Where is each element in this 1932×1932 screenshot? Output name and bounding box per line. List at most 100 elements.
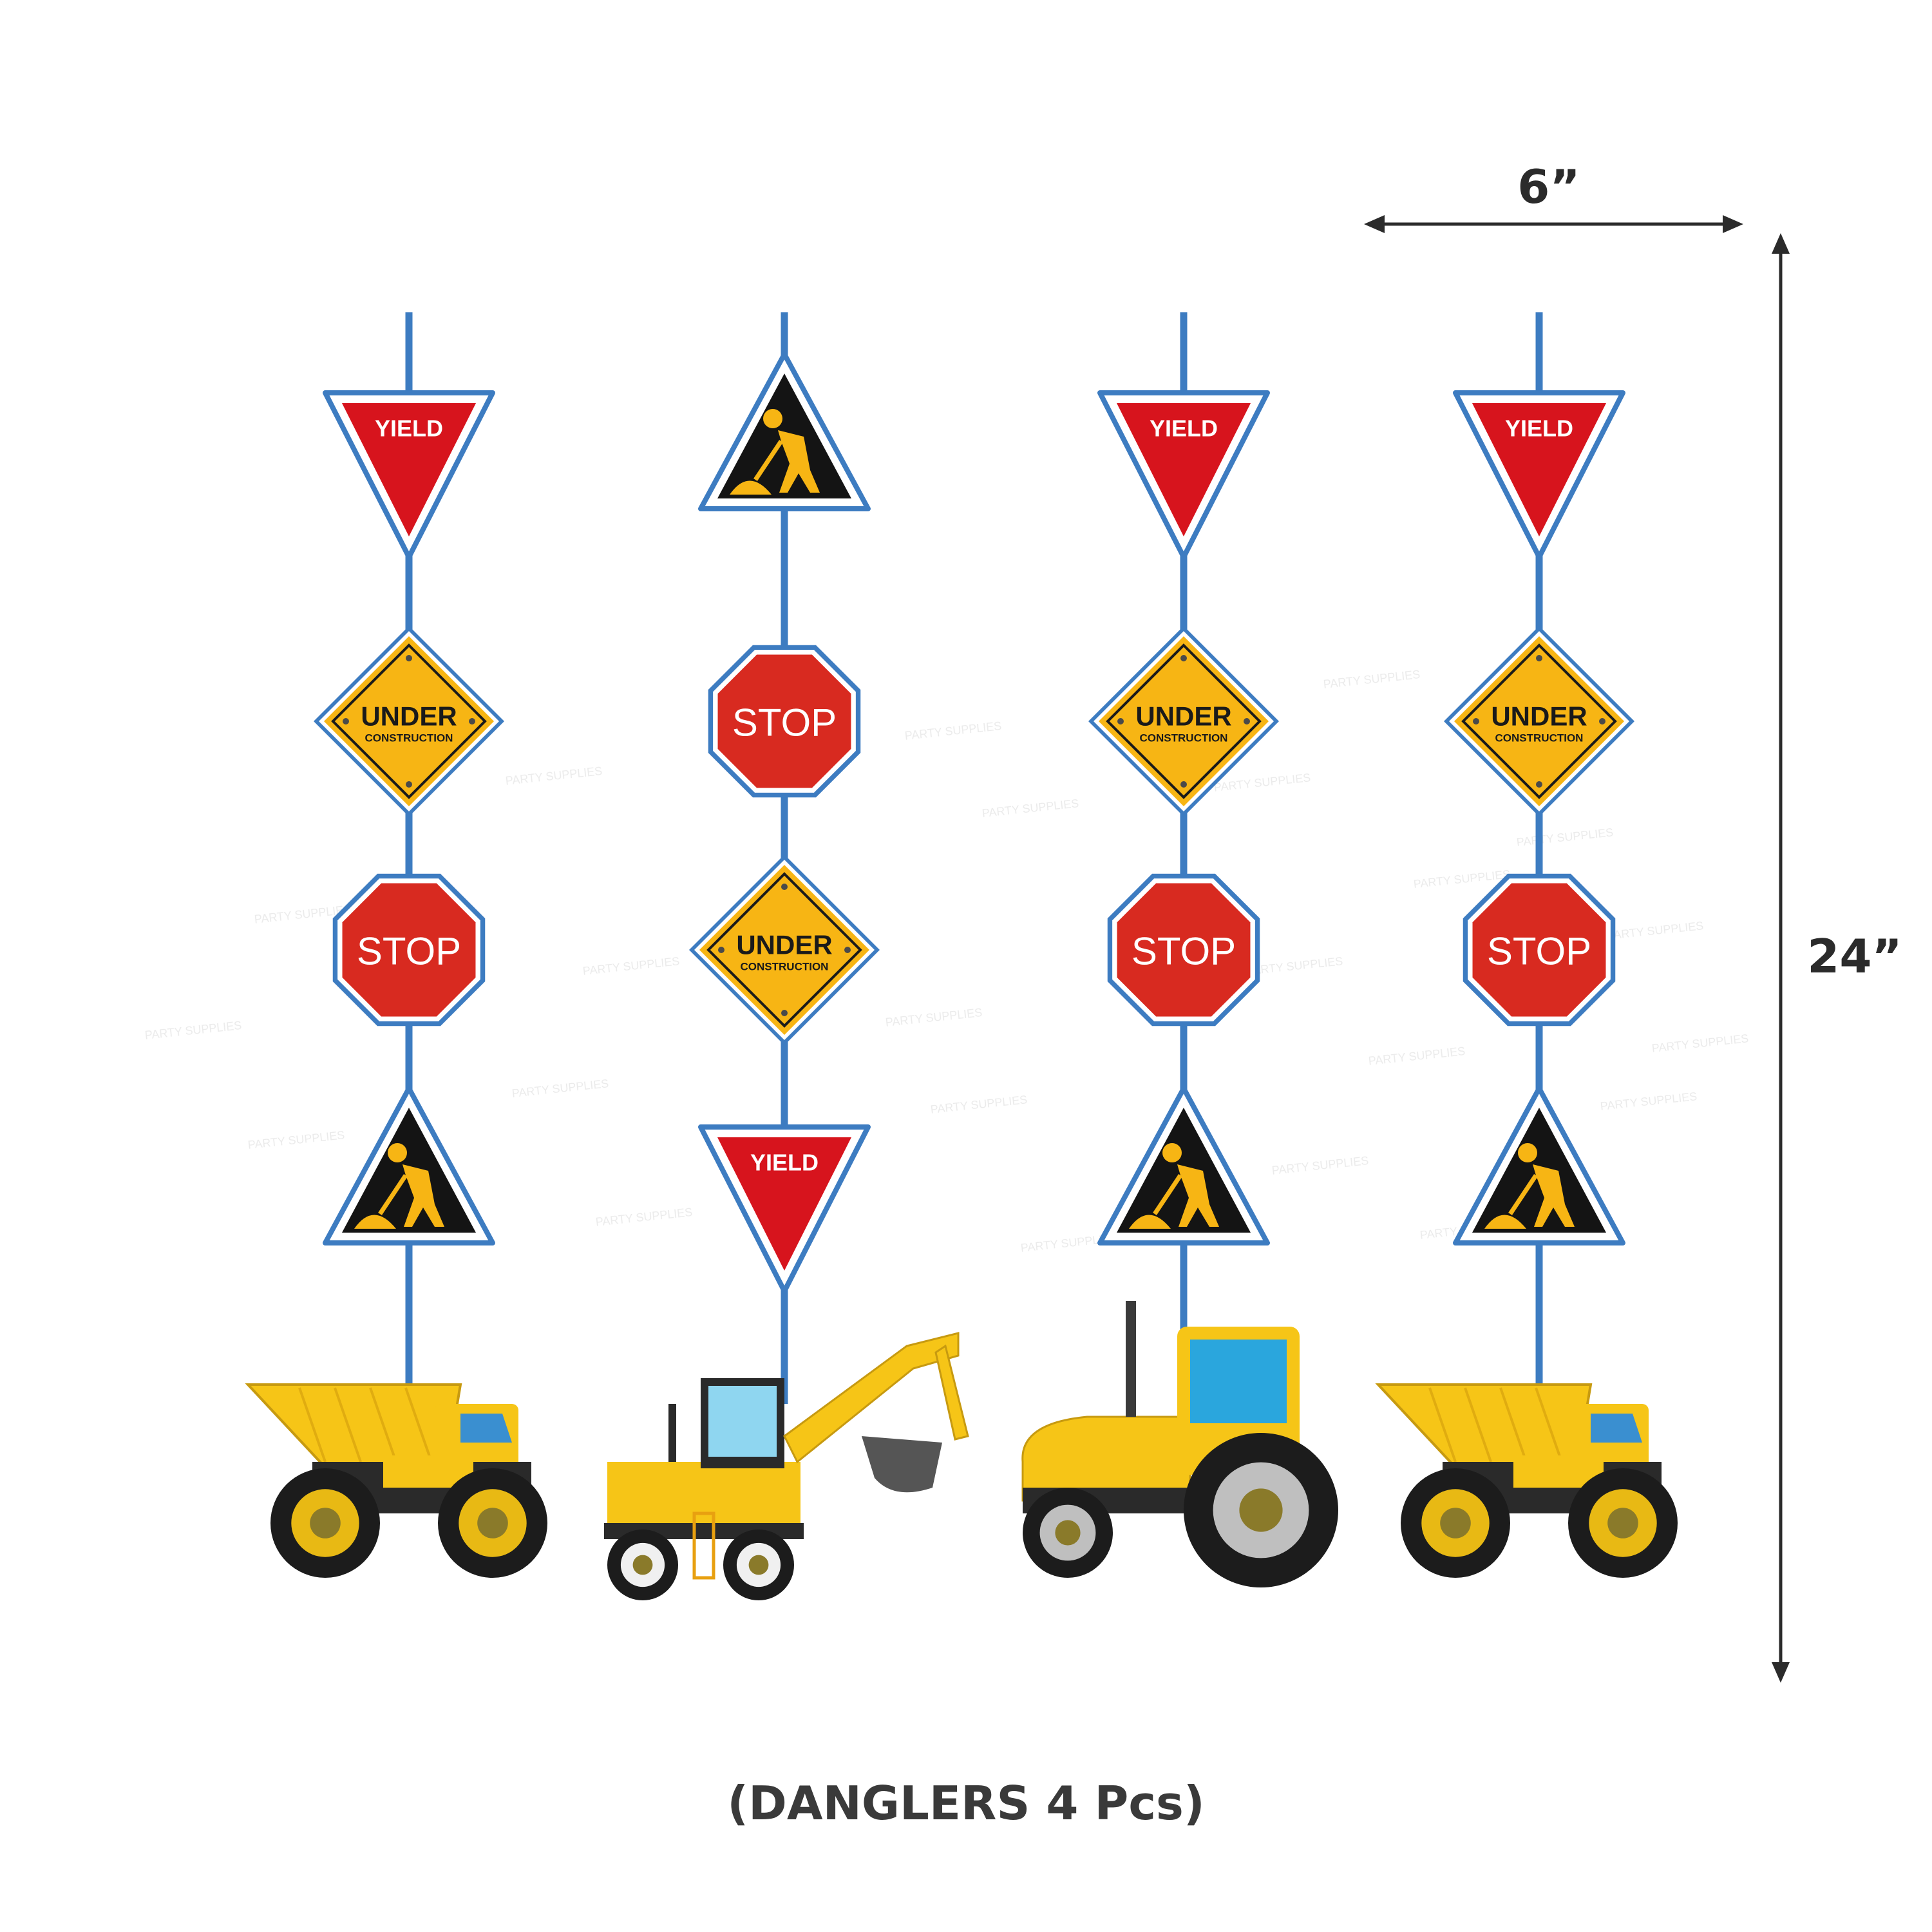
bolt-icon	[469, 718, 475, 724]
hub	[1440, 1508, 1471, 1539]
men-at-work-sign	[323, 1086, 495, 1245]
construction-sign-inner-border	[331, 643, 487, 799]
bolt-icon	[1599, 718, 1605, 724]
shovel-handle	[1508, 1174, 1538, 1215]
cab-window	[1591, 1414, 1642, 1443]
ladder-icon	[692, 1511, 715, 1580]
bed-rib	[404, 1387, 433, 1463]
height-label: 24”	[1807, 929, 1902, 983]
watermark-text: PARTY SUPPLIES	[1323, 668, 1421, 691]
arrow-left-icon	[1364, 215, 1385, 233]
excavator-body	[607, 1462, 800, 1526]
watermark-text: PARTY SUPPLIES	[1600, 1090, 1698, 1113]
yield-sign-face	[342, 403, 476, 536]
dump-truck	[245, 1383, 547, 1578]
watermark-text: PARTY SUPPLIES	[885, 1006, 983, 1029]
men-at-work-sign	[1097, 1086, 1270, 1245]
bed-rib	[298, 1387, 327, 1463]
hub	[310, 1508, 341, 1539]
hub	[477, 1508, 508, 1539]
construction-sign-inner-border	[1106, 643, 1262, 799]
construction-text: CONSTRUCTION	[1495, 732, 1584, 744]
stop-sign-text: STOP	[1487, 930, 1591, 973]
yield-sign: YIELD	[1453, 390, 1625, 560]
bolt-icon	[1180, 655, 1187, 661]
bolt-icon	[718, 947, 724, 953]
hub	[632, 1555, 653, 1575]
excavator-bucket	[862, 1436, 942, 1493]
stop-sign: STOP	[1107, 873, 1260, 1027]
construction-sign-face	[699, 865, 869, 1035]
yield-sign-face	[717, 1137, 851, 1271]
excavator-arm	[934, 1344, 969, 1441]
arrow-up-icon	[1772, 233, 1790, 254]
worker-head	[1518, 1143, 1537, 1162]
bolt-icon	[1536, 655, 1542, 661]
under-text: UNDER	[361, 701, 457, 732]
bed-rib	[369, 1387, 397, 1463]
watermark-text: PARTY SUPPLIES	[1213, 771, 1311, 794]
watermark-text: PARTY SUPPLIES	[505, 764, 603, 788]
stop-sign-text: STOP	[357, 930, 461, 973]
yield-sign-face	[1117, 403, 1251, 536]
bed-rib	[1428, 1387, 1457, 1463]
construction-text: CONSTRUCTION	[365, 732, 453, 744]
tractor-hood	[1021, 1416, 1191, 1502]
men-at-work-sign	[1453, 1086, 1625, 1245]
stop-sign: STOP	[332, 873, 486, 1027]
watermark-text: PARTY SUPPLIES	[1368, 1045, 1466, 1068]
construction-sign-face	[1454, 636, 1624, 806]
shovel-handle	[1153, 1174, 1182, 1215]
product-caption: (DANGLERS 4 Pcs)	[727, 1776, 1205, 1830]
stop-sign-text: STOP	[1132, 930, 1236, 973]
bolt-icon	[1117, 718, 1124, 724]
stop-sign: STOP	[1463, 873, 1616, 1027]
watermark-text: PARTY SUPPLIES	[247, 1128, 345, 1151]
worker-body	[778, 430, 820, 493]
bed-rib	[334, 1387, 362, 1463]
watermark-text: PARTY SUPPLIES	[1651, 1032, 1749, 1055]
hub	[1055, 1520, 1081, 1546]
watermark-text: PARTY SUPPLIES	[511, 1077, 609, 1100]
bed-rib	[1535, 1387, 1563, 1463]
stop-sign: STOP	[708, 645, 861, 798]
dimension-markers: 6”24”	[1364, 160, 1902, 1683]
bolt-icon	[406, 655, 412, 661]
worker-icon	[1484, 1143, 1575, 1229]
arrow-right-icon	[1723, 215, 1743, 233]
bolt-icon	[781, 1010, 788, 1016]
watermark-text: PARTY SUPPLIES	[1271, 1154, 1369, 1177]
excavator-cab-window	[708, 1386, 777, 1457]
hub	[1239, 1488, 1283, 1532]
watermark-text: PARTY SUPPLIES	[1606, 919, 1704, 942]
bed-rib	[1464, 1387, 1492, 1463]
worker-icon	[730, 409, 820, 495]
worker-icon	[354, 1143, 444, 1229]
construction-sign-face	[1099, 636, 1269, 806]
excavator	[604, 1332, 969, 1600]
watermark-text: PARTY SUPPLIES	[1245, 954, 1343, 978]
construction-sign-face	[324, 636, 494, 806]
cab-window	[460, 1414, 512, 1443]
yield-sign-text: YIELD	[750, 1150, 819, 1176]
hub	[1607, 1508, 1638, 1539]
men-at-work-sign	[698, 352, 871, 511]
shovel-handle	[753, 440, 783, 481]
watermark-text: PARTY SUPPLIES	[981, 797, 1079, 820]
arrow-down-icon	[1772, 1662, 1790, 1683]
construction-sign-inner-border	[706, 872, 862, 1028]
bolt-icon	[844, 947, 851, 953]
yield-sign: YIELD	[323, 390, 495, 560]
bolt-icon	[406, 781, 412, 788]
stop-sign-face	[717, 654, 851, 788]
stop-sign-face	[1472, 883, 1606, 1017]
tractor-exhaust	[1126, 1301, 1136, 1417]
tractor-window	[1190, 1340, 1287, 1423]
